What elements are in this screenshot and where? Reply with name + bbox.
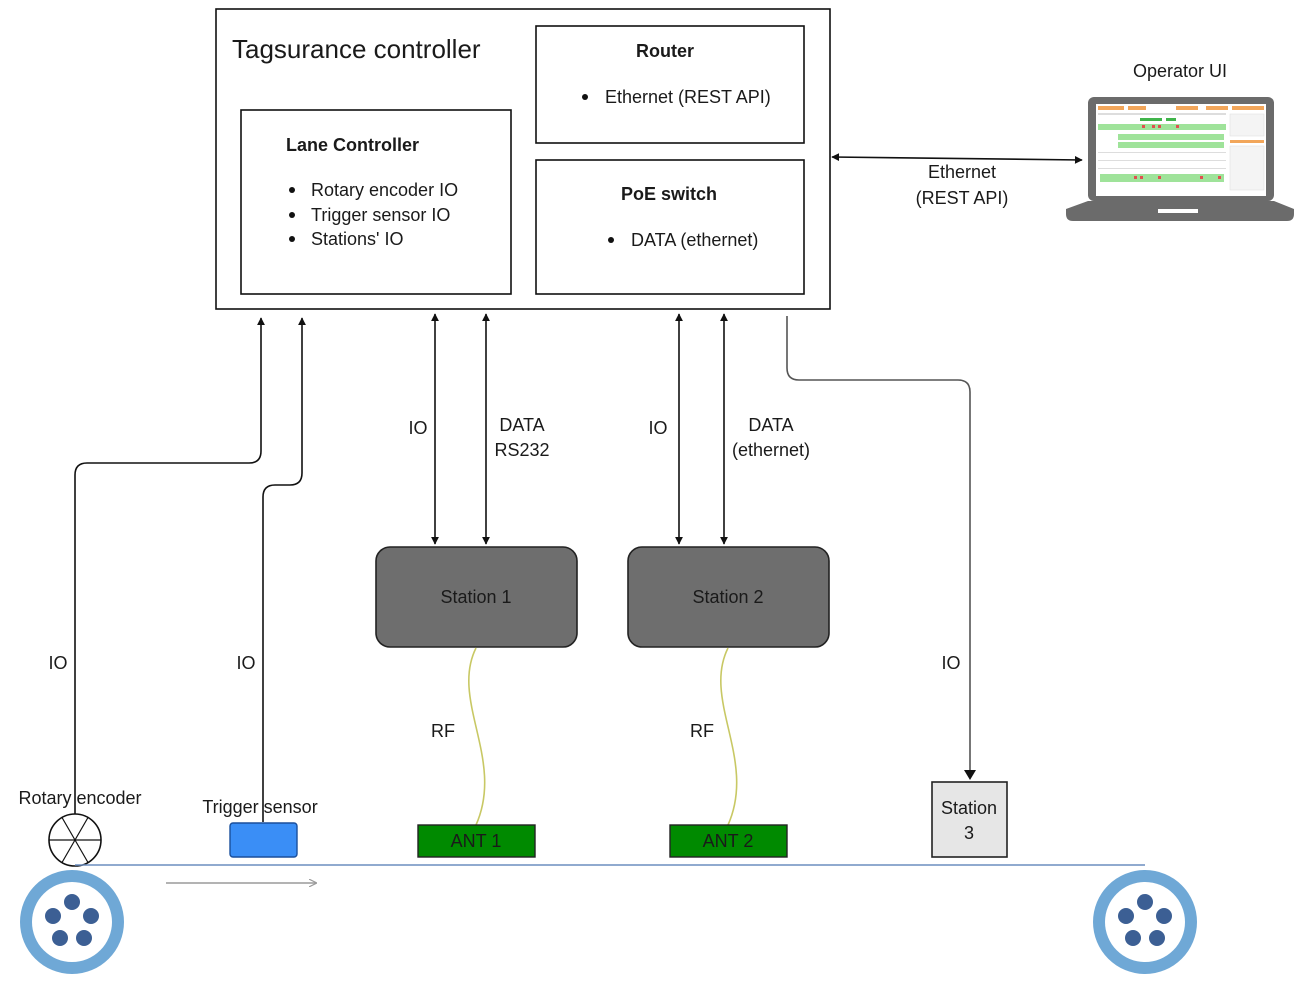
- station1-data-label: DATA: [499, 415, 544, 435]
- station3-label: Station: [941, 798, 997, 818]
- ant2-label: ANT 2: [703, 831, 754, 851]
- station2-data-label: (ethernet): [732, 440, 810, 460]
- laptop-base: [1066, 209, 1294, 221]
- router-box: Router Ethernet (REST API): [535, 25, 805, 144]
- rf2-cable: [720, 647, 738, 826]
- bullet-icon: [289, 187, 295, 193]
- poe-switch-title: PoE switch: [621, 184, 717, 204]
- rotary-encoder-label: Rotary encoder: [18, 788, 141, 808]
- bullet-icon: [289, 236, 295, 242]
- ethernet-link: [831, 153, 1083, 164]
- bullet-icon: [289, 212, 295, 218]
- bullet-icon: [608, 237, 614, 243]
- rf1-cable: [468, 647, 486, 826]
- rf2-label: RF: [690, 721, 714, 741]
- ethernet-label: (REST API): [916, 188, 1009, 208]
- controller-title: Tagsurance controller: [232, 34, 481, 64]
- lane-controller-item: Trigger sensor IO: [311, 205, 450, 225]
- station3-label: 3: [964, 823, 974, 843]
- ethernet-label: Ethernet: [928, 162, 996, 182]
- encoder-io-wire: [74, 317, 265, 820]
- antenna-1: ANT 1: [417, 824, 536, 858]
- trigger-io-wire: [262, 317, 306, 822]
- ant1-label: ANT 1: [451, 831, 502, 851]
- lane-controller-title: Lane Controller: [286, 135, 419, 155]
- trigger-sensor-label: Trigger sensor: [202, 797, 317, 817]
- station2-label: Station 2: [692, 587, 763, 607]
- poe-switch-box: PoE switch DATA (ethernet): [535, 159, 805, 295]
- trigger-sensor: Trigger sensor: [202, 797, 318, 858]
- station3-io-wire: [786, 316, 971, 772]
- station-3: Station 3: [931, 781, 1008, 858]
- poe-switch-item: DATA (ethernet): [631, 230, 758, 250]
- bullet-icon: [582, 94, 588, 100]
- station-2: Station 2: [627, 546, 830, 648]
- operator-ui-laptop: Operator UI: [1066, 61, 1294, 221]
- router-title: Router: [636, 41, 694, 61]
- lane-controller-item: Stations' IO: [311, 229, 403, 249]
- lane-controller-box: Lane Controller Rotary encoder IO Trigge…: [240, 109, 512, 295]
- encoder-io-label: IO: [48, 653, 67, 673]
- operator-ui-title: Operator UI: [1133, 61, 1227, 81]
- trigger-io-label: IO: [236, 653, 255, 673]
- left-roller-icon: [20, 870, 124, 974]
- station1-data-label: RS232: [494, 440, 549, 460]
- rotary-encoder: Rotary encoder: [18, 788, 142, 867]
- station3-io-label: IO: [941, 653, 960, 673]
- station2-data-label: DATA: [748, 415, 793, 435]
- station1-io-label: IO: [408, 418, 427, 438]
- station-1: Station 1: [375, 546, 578, 648]
- antenna-2: ANT 2: [669, 824, 788, 858]
- lane-controller-item: Rotary encoder IO: [311, 180, 458, 200]
- conveyor: [20, 864, 1197, 974]
- station2-io-label: IO: [648, 418, 667, 438]
- router-item: Ethernet (REST API): [605, 87, 771, 107]
- rf1-label: RF: [431, 721, 455, 741]
- station1-label: Station 1: [440, 587, 511, 607]
- right-roller-icon: [1093, 870, 1197, 974]
